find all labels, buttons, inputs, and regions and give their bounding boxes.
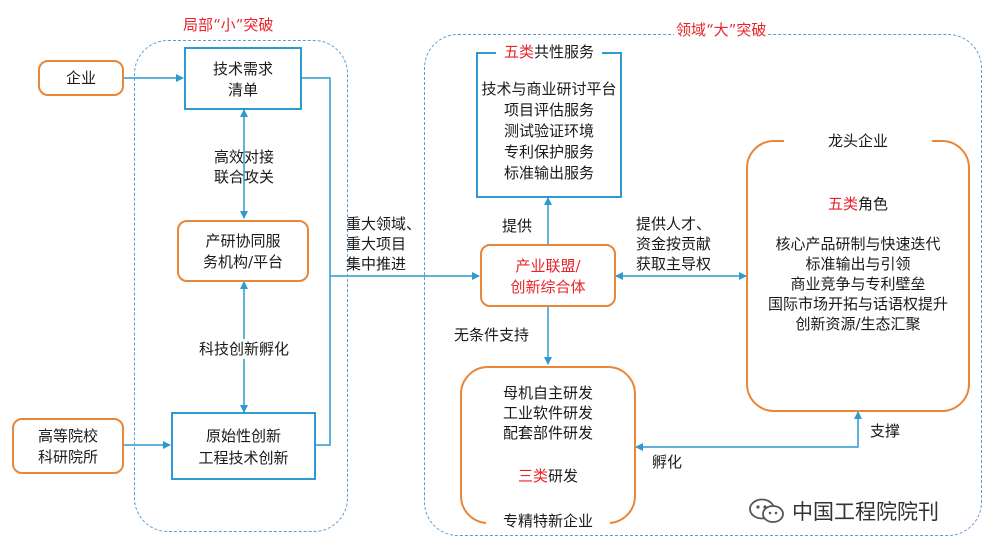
alliance-box: 产业联盟/ 创新综合体	[480, 244, 616, 307]
tech-demand-box: 技术需求 清单	[184, 47, 302, 110]
coop-platform-line-2: 务机构/平台	[202, 253, 284, 271]
enterprise-label: 企业	[65, 69, 96, 87]
leading-item: 创新资源/生态汇聚	[795, 315, 921, 333]
talent-line-2: 资金按贡献	[636, 235, 712, 253]
efficient-line-1: 高效对接	[213, 148, 274, 166]
major-line-2: 重大项目	[346, 235, 407, 253]
service-item: 专利保护服务	[503, 143, 594, 161]
universities-box: 高等院校 科研院所	[12, 418, 124, 474]
service-item: 测试验证环境	[503, 122, 594, 140]
research-footer: 专精特新企业	[486, 511, 610, 531]
right-region-title: 领域“大”突破	[674, 20, 769, 40]
tech-demand-line-2: 清单	[227, 81, 258, 99]
leading-roles-title: 五类角色	[827, 195, 889, 213]
talent-line-3: 获取主导权	[636, 255, 712, 273]
research-box	[460, 366, 636, 524]
left-region-title: 局部“小”突破	[181, 15, 276, 35]
watermark-text: 中国工程院院刊	[792, 500, 939, 524]
left-region	[134, 40, 348, 532]
alliance-line-2: 创新综合体	[510, 278, 586, 296]
coop-platform-box: 产研协同服 务机构/平台	[177, 220, 309, 282]
leading-item: 标准输出与引领	[805, 255, 911, 273]
services-box	[476, 52, 622, 198]
original-innovation-box: 原始性创新 工程技术创新	[171, 412, 316, 480]
original-line-1: 原始性创新	[205, 427, 281, 445]
original-line-2: 工程技术创新	[198, 449, 289, 467]
arrow-research-leading	[635, 411, 862, 451]
research-item: 配套部件研发	[502, 424, 593, 442]
hatch-label: 孵化	[652, 453, 683, 471]
leading-title: 龙头企业	[784, 131, 932, 151]
alliance-line-1: 产业联盟/	[515, 257, 581, 275]
leading-item: 商业竞争与专利壁垒	[790, 275, 926, 293]
provide-label: 提供	[502, 217, 533, 235]
leading-item: 核心产品研制与快速迭代	[775, 235, 941, 253]
coop-platform-line-1: 产研协同服	[205, 232, 281, 250]
talent-line-1: 提供人才、	[636, 215, 712, 233]
research-item: 工业软件研发	[502, 404, 593, 422]
bracket-line	[302, 77, 331, 446]
efficient-line-2: 联合攻关	[213, 168, 274, 186]
major-line-1: 重大领域、	[346, 215, 422, 233]
incubate-label: 科技创新孵化	[176, 339, 312, 359]
major-line-3: 集中推进	[346, 255, 407, 273]
service-item: 项目评估服务	[503, 101, 594, 119]
unconditional-label: 无条件支持	[454, 326, 530, 344]
universities-line-2: 科研院所	[37, 448, 98, 466]
enterprise-box: 企业	[38, 60, 124, 96]
tech-demand-line-1: 技术需求	[212, 60, 273, 78]
chat-bubble-icon	[749, 498, 784, 523]
research-kinds: 三类研发	[517, 467, 579, 485]
watermark: 中国工程院院刊	[748, 496, 939, 526]
leading-item: 国际市场开拓与话语权提升	[767, 295, 948, 313]
universities-line-1: 高等院校	[37, 427, 98, 445]
services-title: 五类共性服务	[496, 42, 602, 62]
service-item: 标准输出服务	[503, 164, 594, 182]
service-item: 技术与商业研讨平台	[481, 80, 617, 98]
research-item: 母机自主研发	[502, 384, 593, 402]
support-label: 支撑	[870, 422, 901, 440]
